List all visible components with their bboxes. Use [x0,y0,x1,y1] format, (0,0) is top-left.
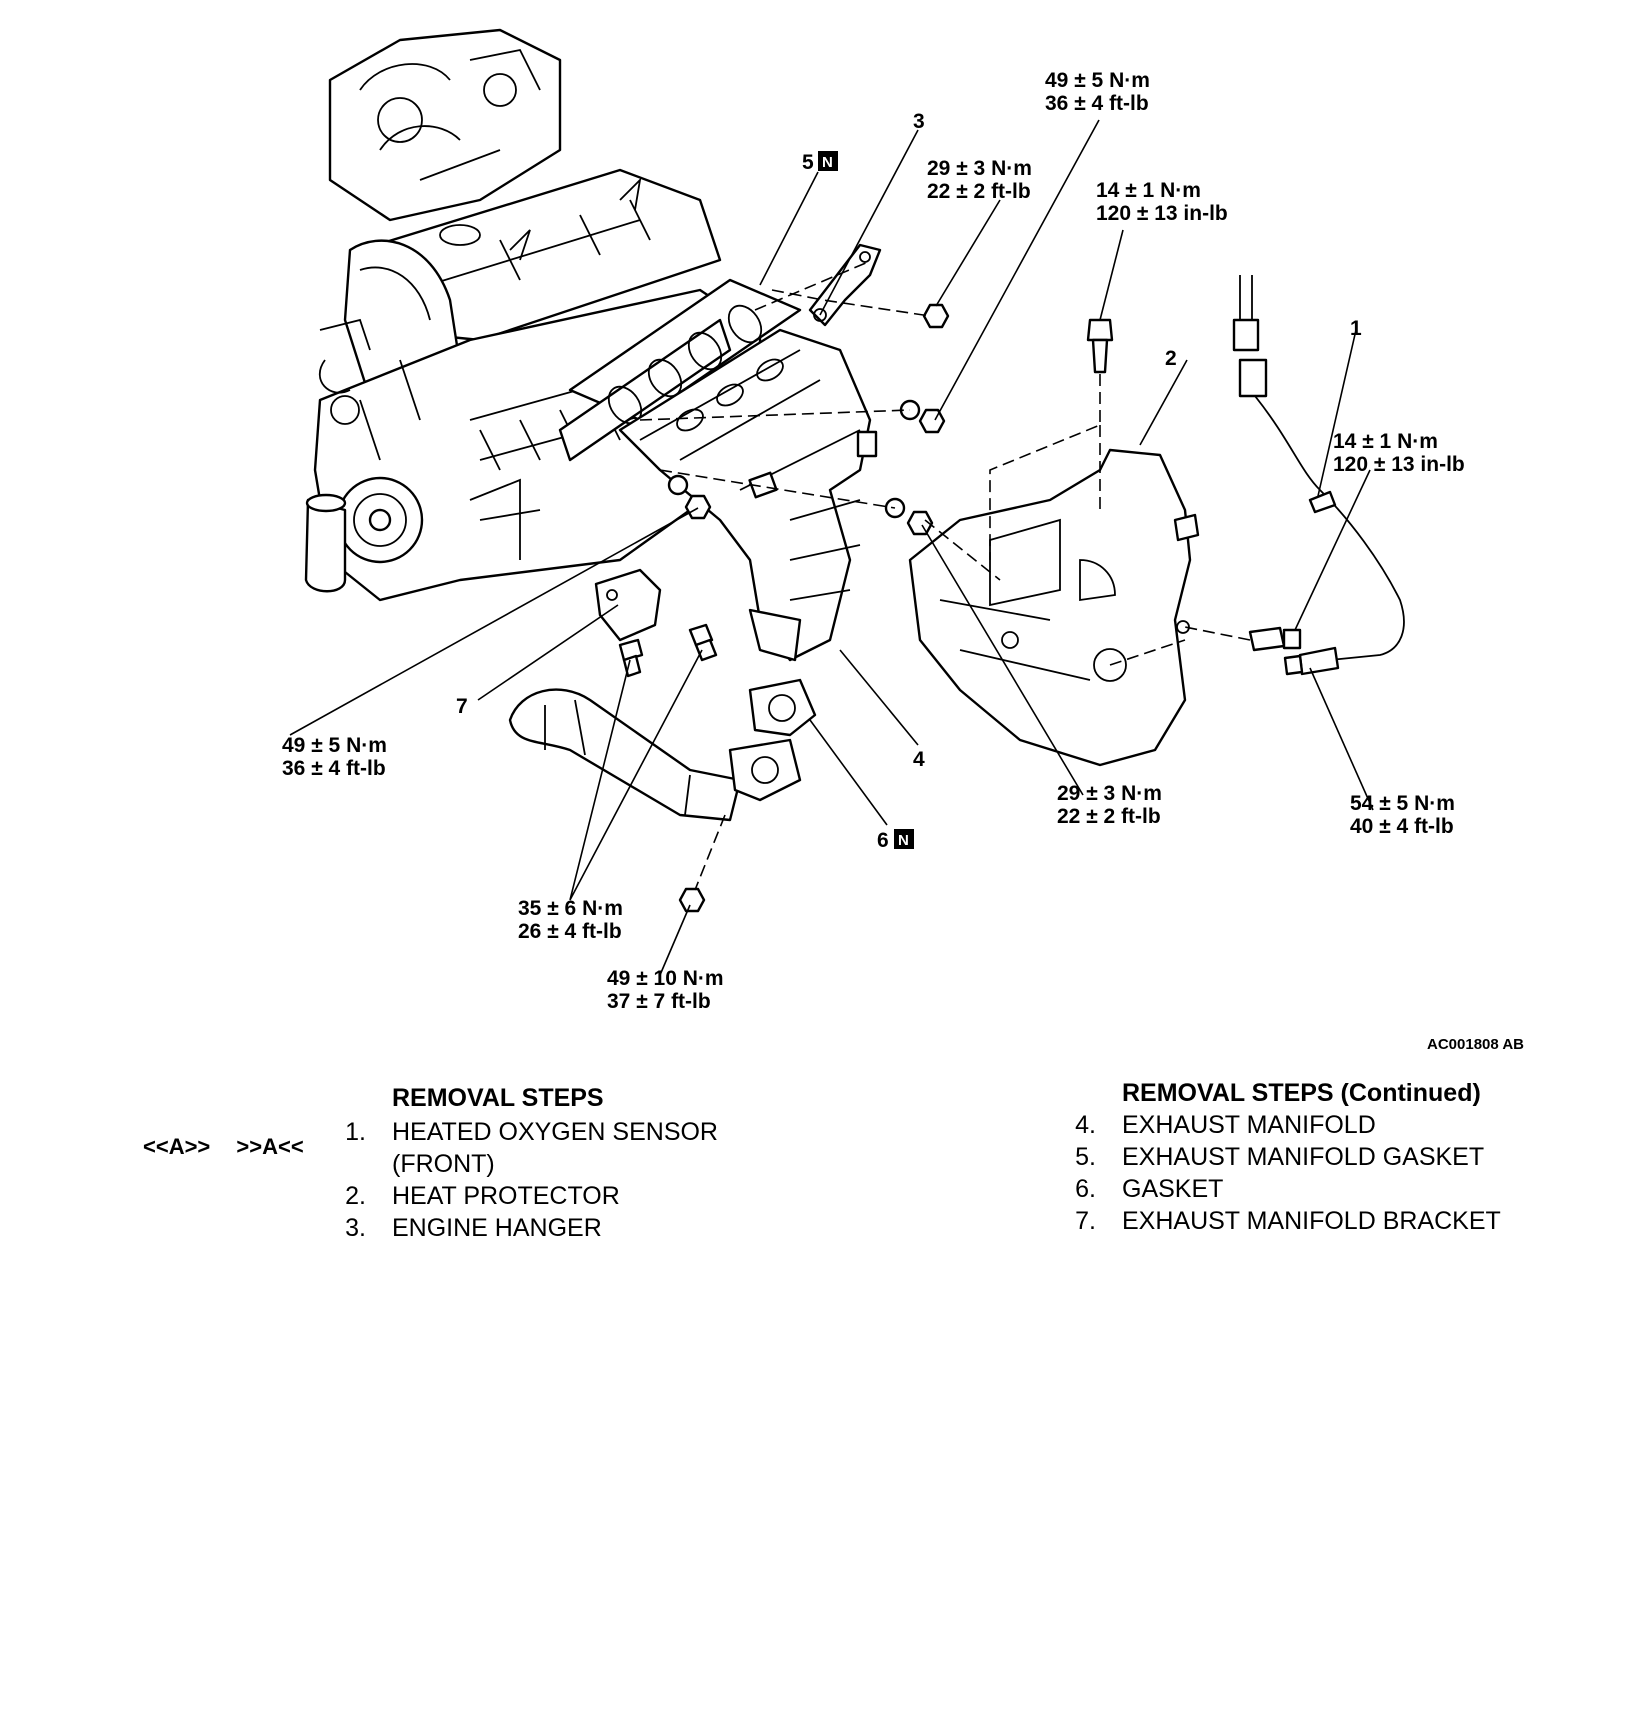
torque-label-top-14-nm: 14 ± 1 N·m [1096,179,1201,202]
step-number: 7. [1075,1207,1096,1235]
callout-4: 4 [913,748,925,771]
torque-label-left-49-ftlb: 36 ± 4 ft-lb [282,757,386,780]
callout-1: 1 [1350,317,1362,340]
new-part-mark-6-letter: N [898,832,909,849]
heated-oxygen-sensor [1232,275,1405,676]
new-part-mark-5 [818,151,838,171]
service-code-install: <<A>> [143,1134,211,1159]
step-number: 2. [345,1182,366,1210]
torque-labels: 49 ± 5 N·m 36 ± 4 ft-lb 29 ± 3 N·m 22 ± … [282,69,1465,1013]
removal-steps-header: REMOVAL STEPS [392,1084,604,1112]
step-text: EXHAUST MANIFOLD BRACKET [1122,1207,1501,1235]
step-number: 5. [1075,1143,1096,1171]
torque-label-bot-49-ftlb: 37 ± 7 ft-lb [607,990,711,1013]
torque-label-top-14-inlb: 120 ± 13 in-lb [1096,202,1228,225]
step-number: 6. [1075,1175,1096,1203]
callout-7: 7 [456,695,468,718]
step-number: 3. [345,1214,366,1242]
callout-2: 2 [1165,347,1177,370]
step-text: ENGINE HANGER [392,1214,602,1242]
figure-code: AC001808 AB [1427,1036,1524,1053]
assembly-lines [639,261,1251,891]
step-text: GASKET [1122,1175,1224,1203]
step-text: EXHAUST MANIFOLD GASKET [1122,1143,1485,1171]
torque-label-mid-29-ftlb: 22 ± 2 ft-lb [1057,805,1161,828]
torque-label-bot-35-ftlb: 26 ± 4 ft-lb [518,920,622,943]
heat-protector [908,448,1200,767]
step-text: EXHAUST MANIFOLD [1122,1111,1376,1139]
new-part-mark-6 [894,829,914,849]
removal-steps-continued-header: REMOVAL STEPS (Continued) [1122,1079,1481,1107]
leader-lines [289,119,1374,976]
torque-label-right-14-inlb: 120 ± 13 in-lb [1333,453,1465,476]
torque-label-top-49-ftlb: 36 ± 4 ft-lb [1045,92,1149,115]
torque-label-bot-35-nm: 35 ± 6 N·m [518,897,623,920]
part-callouts: 1 2 3 4 5 N 6 N 7 [456,110,1362,852]
torque-label-top-29-ftlb: 22 ± 2 ft-lb [927,180,1031,203]
gasket [748,678,817,737]
step-number: 4. [1075,1111,1096,1139]
torque-label-left-49-nm: 49 ± 5 N·m [282,734,387,757]
torque-label-right-54-ftlb: 40 ± 4 ft-lb [1350,815,1454,838]
torque-label-mid-29-nm: 29 ± 3 N·m [1057,782,1162,805]
step-number: 1. [345,1118,366,1146]
step-text: (FRONT) [392,1150,495,1178]
exhaust-manifold-gasket [558,278,802,462]
callout-3: 3 [913,110,925,133]
torque-label-bot-49-nm: 49 ± 10 N·m [607,967,724,990]
torque-label-right-14-nm: 14 ± 1 N·m [1333,430,1438,453]
step-text: HEAT PROTECTOR [392,1182,620,1210]
callout-6: 6 [877,829,889,852]
service-reference-codes: <<A>> >>A<< [143,1134,324,1160]
front-exhaust-pipe [508,688,802,822]
service-code-removal: >>A<< [236,1134,304,1159]
bolt-set [618,318,1302,678]
torque-label-top-29-nm: 29 ± 3 N·m [927,157,1032,180]
exhaust-manifold-bracket [594,568,662,642]
new-part-mark-5-letter: N [822,154,833,171]
exhaust-manifold [618,328,878,662]
nut-set [667,303,950,913]
torque-label-top-49-nm: 49 ± 5 N·m [1045,69,1150,92]
step-text: HEATED OXYGEN SENSOR [392,1118,718,1146]
callout-5: 5 [802,151,814,174]
torque-label-right-54-nm: 54 ± 5 N·m [1350,792,1455,815]
